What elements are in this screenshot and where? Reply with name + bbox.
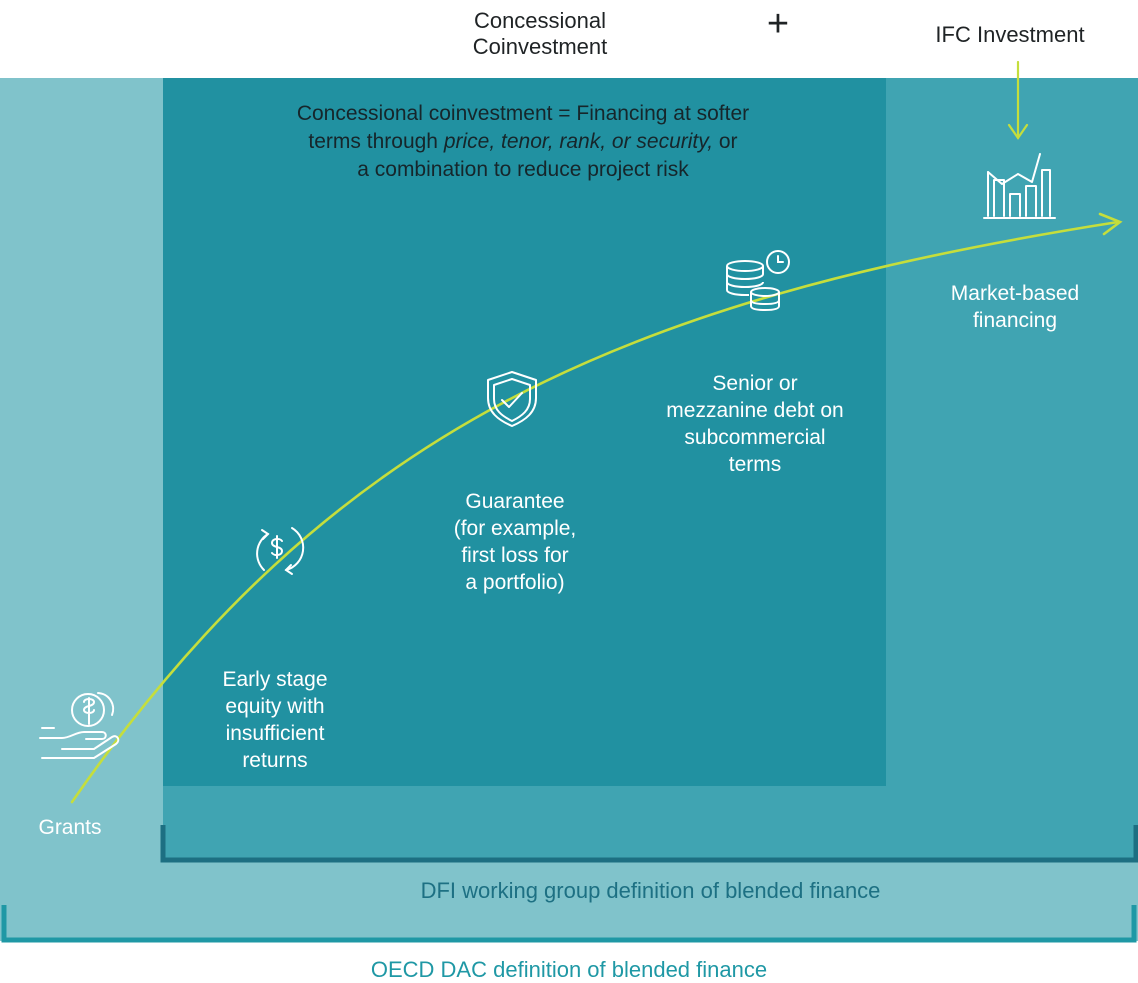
concessional-line-1: Concessional [473, 8, 607, 33]
shield-check-icon [487, 371, 537, 427]
market-line-2: financing [972, 309, 1058, 332]
definition-line-2-prefix: terms through [308, 130, 444, 153]
senior-debt-line-3: subcommercial [684, 426, 826, 449]
ifc-investment-header: IFC Investment [935, 22, 1085, 47]
definition-line-2-suffix: or [713, 130, 738, 153]
guarantee-label: Guarantee (for example, first loss for a… [425, 488, 605, 596]
grants-label: Grants [38, 816, 102, 839]
market-financing-label: Market-based financing [915, 280, 1115, 334]
senior-debt-line-4: terms [728, 453, 782, 476]
early-stage-line-4: returns [242, 749, 308, 772]
senior-debt-label: Senior or mezzanine debt on subcommercia… [650, 370, 860, 478]
early-stage-line-2: equity with [225, 695, 325, 718]
plus-sign: + [766, 3, 790, 45]
senior-debt-line-2: mezzanine debt on [666, 399, 844, 422]
dollar-cycle-icon [256, 527, 305, 575]
guarantee-line-3: first loss for [461, 544, 569, 567]
early-stage-line-3: insufficient [225, 722, 325, 745]
definition-line-1: Concessional coinvestment = Financing at… [296, 102, 750, 125]
guarantee-line-4: a portfolio) [465, 571, 565, 594]
definition-line-2-italic: price, tenor, rank, or security, [443, 130, 714, 153]
ifc-down-arrow [1007, 60, 1029, 140]
early-stage-label: Early stage equity with insufficient ret… [195, 666, 355, 774]
dfi-bracket [160, 825, 1138, 863]
early-stage-line-1: Early stage [222, 668, 328, 691]
concessional-line-2: Coinvestment [472, 34, 608, 59]
hand-coins-icon [39, 692, 120, 759]
dfi-definition-label: DFI working group definition of blended … [420, 878, 881, 903]
definition-line-2: terms through price, tenor, rank, or sec… [213, 128, 833, 156]
guarantee-line-2: (for example, [453, 517, 577, 540]
concessional-coinvestment-header: Concessional Coinvestment [440, 8, 640, 60]
senior-debt-line-1: Senior or [712, 372, 798, 395]
concessional-definition: Concessional coinvestment = Financing at… [213, 100, 833, 184]
definition-line-3: a combination to reduce project risk [357, 158, 689, 181]
growth-chart-icon [983, 153, 1056, 219]
financing-progression-arrow [70, 212, 1123, 804]
oecd-bracket [1, 905, 1137, 943]
coins-clock-icon [726, 250, 790, 312]
market-line-1: Market-based [950, 282, 1080, 305]
oecd-definition-label: OECD DAC definition of blended finance [370, 957, 768, 982]
guarantee-line-1: Guarantee [465, 490, 565, 513]
concessional-coinvestment-box [163, 78, 886, 786]
